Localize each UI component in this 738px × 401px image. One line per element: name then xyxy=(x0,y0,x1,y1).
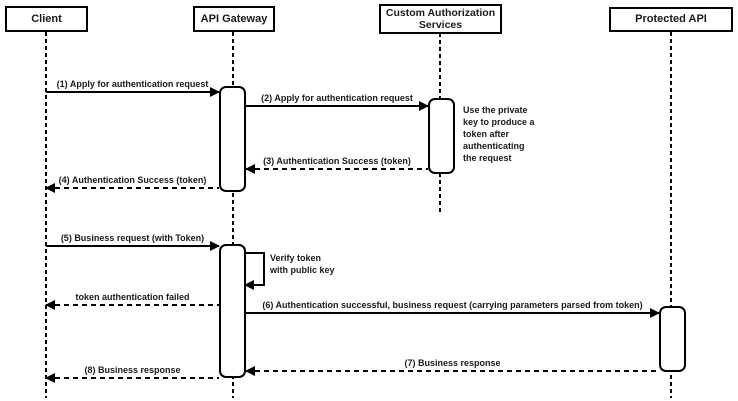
self-message-label: Verify token with public key xyxy=(270,252,335,276)
message-token-failed: token authentication failed xyxy=(45,292,219,310)
message-6-line xyxy=(246,312,659,314)
message-3: (3) Authentication Success (token) xyxy=(245,156,428,174)
self-message-loop xyxy=(244,252,265,290)
message-4-label: (4) Authentication Success (token) xyxy=(58,175,207,185)
message-5-line xyxy=(46,245,219,247)
message-5: (5) Business request (with Token) xyxy=(46,233,220,251)
actor-box-api-gateway: API Gateway xyxy=(193,6,275,32)
message-7: (7) Business response xyxy=(245,358,659,376)
message-6-label: (6) Authentication successful, business … xyxy=(262,300,643,310)
message-4-line xyxy=(46,187,219,189)
lifeline-api-gateway xyxy=(232,32,234,398)
message-8-label: (8) Business response xyxy=(84,365,181,375)
message-2-line xyxy=(246,105,428,107)
arrowhead-left-icon xyxy=(245,164,255,174)
message-5-label: (5) Business request (with Token) xyxy=(60,233,205,243)
arrowhead-left-icon xyxy=(45,373,55,383)
actor-box-client: Client xyxy=(5,6,88,32)
activation-bar-api-gateway-2 xyxy=(219,244,246,378)
message-1: (1) Apply for authentication request xyxy=(46,79,220,97)
actor-label-custom-authorization-services: Custom Authorization Services xyxy=(385,6,496,31)
message-2-label: (2) Apply for authentication request xyxy=(261,93,413,103)
message-7-label: (7) Business response xyxy=(404,358,501,368)
actor-label-client: Client xyxy=(31,12,62,25)
actor-label-protected-api: Protected API xyxy=(635,13,707,26)
self-message-line: Verify token xyxy=(270,253,322,263)
note-private-key-line: authenticating xyxy=(463,141,525,151)
actor-box-protected-api: Protected API xyxy=(609,7,733,32)
message-8: (8) Business response xyxy=(45,365,219,383)
arrowhead-right-icon xyxy=(210,87,220,97)
note-private-key-line: Use the private xyxy=(463,105,528,115)
actor-label-api-gateway: API Gateway xyxy=(200,12,268,25)
message-3-line xyxy=(246,168,428,170)
message-2: (2) Apply for authentication request xyxy=(246,93,429,111)
message-4: (4) Authentication Success (token) xyxy=(45,175,219,193)
arrowhead-left-icon xyxy=(244,280,254,290)
message-token-failed-line xyxy=(46,304,219,306)
message-1-label: (1) Apply for authentication request xyxy=(56,79,209,89)
actor-box-custom-authorization-services: Custom Authorization Services xyxy=(379,4,502,34)
note-private-key-line: key to produce a xyxy=(463,117,535,127)
message-1-line xyxy=(46,91,219,93)
arrowhead-left-icon xyxy=(45,300,55,310)
arrowhead-right-icon xyxy=(650,308,660,318)
message-8-line xyxy=(46,377,219,379)
arrowhead-right-icon xyxy=(210,241,220,251)
message-token-failed-label: token authentication failed xyxy=(75,292,190,302)
message-3-label: (3) Authentication Success (token) xyxy=(263,156,411,166)
lifeline-protected-api xyxy=(670,32,672,398)
note-private-key: Use the private key to produce a token a… xyxy=(463,104,535,164)
lifeline-client xyxy=(45,32,47,398)
arrowhead-right-icon xyxy=(419,101,429,111)
note-private-key-line: token after xyxy=(463,129,510,139)
activation-bar-api-gateway-1 xyxy=(219,86,246,192)
self-message-line: with public key xyxy=(270,265,335,275)
activation-bar-custom-authorization-services xyxy=(428,98,455,174)
arrowhead-left-icon xyxy=(45,183,55,193)
message-6: (6) Authentication successful, business … xyxy=(246,300,660,318)
activation-bar-protected-api xyxy=(659,306,686,372)
message-7-line xyxy=(246,370,659,372)
arrowhead-left-icon xyxy=(245,366,255,376)
note-private-key-line: the request xyxy=(463,153,512,163)
